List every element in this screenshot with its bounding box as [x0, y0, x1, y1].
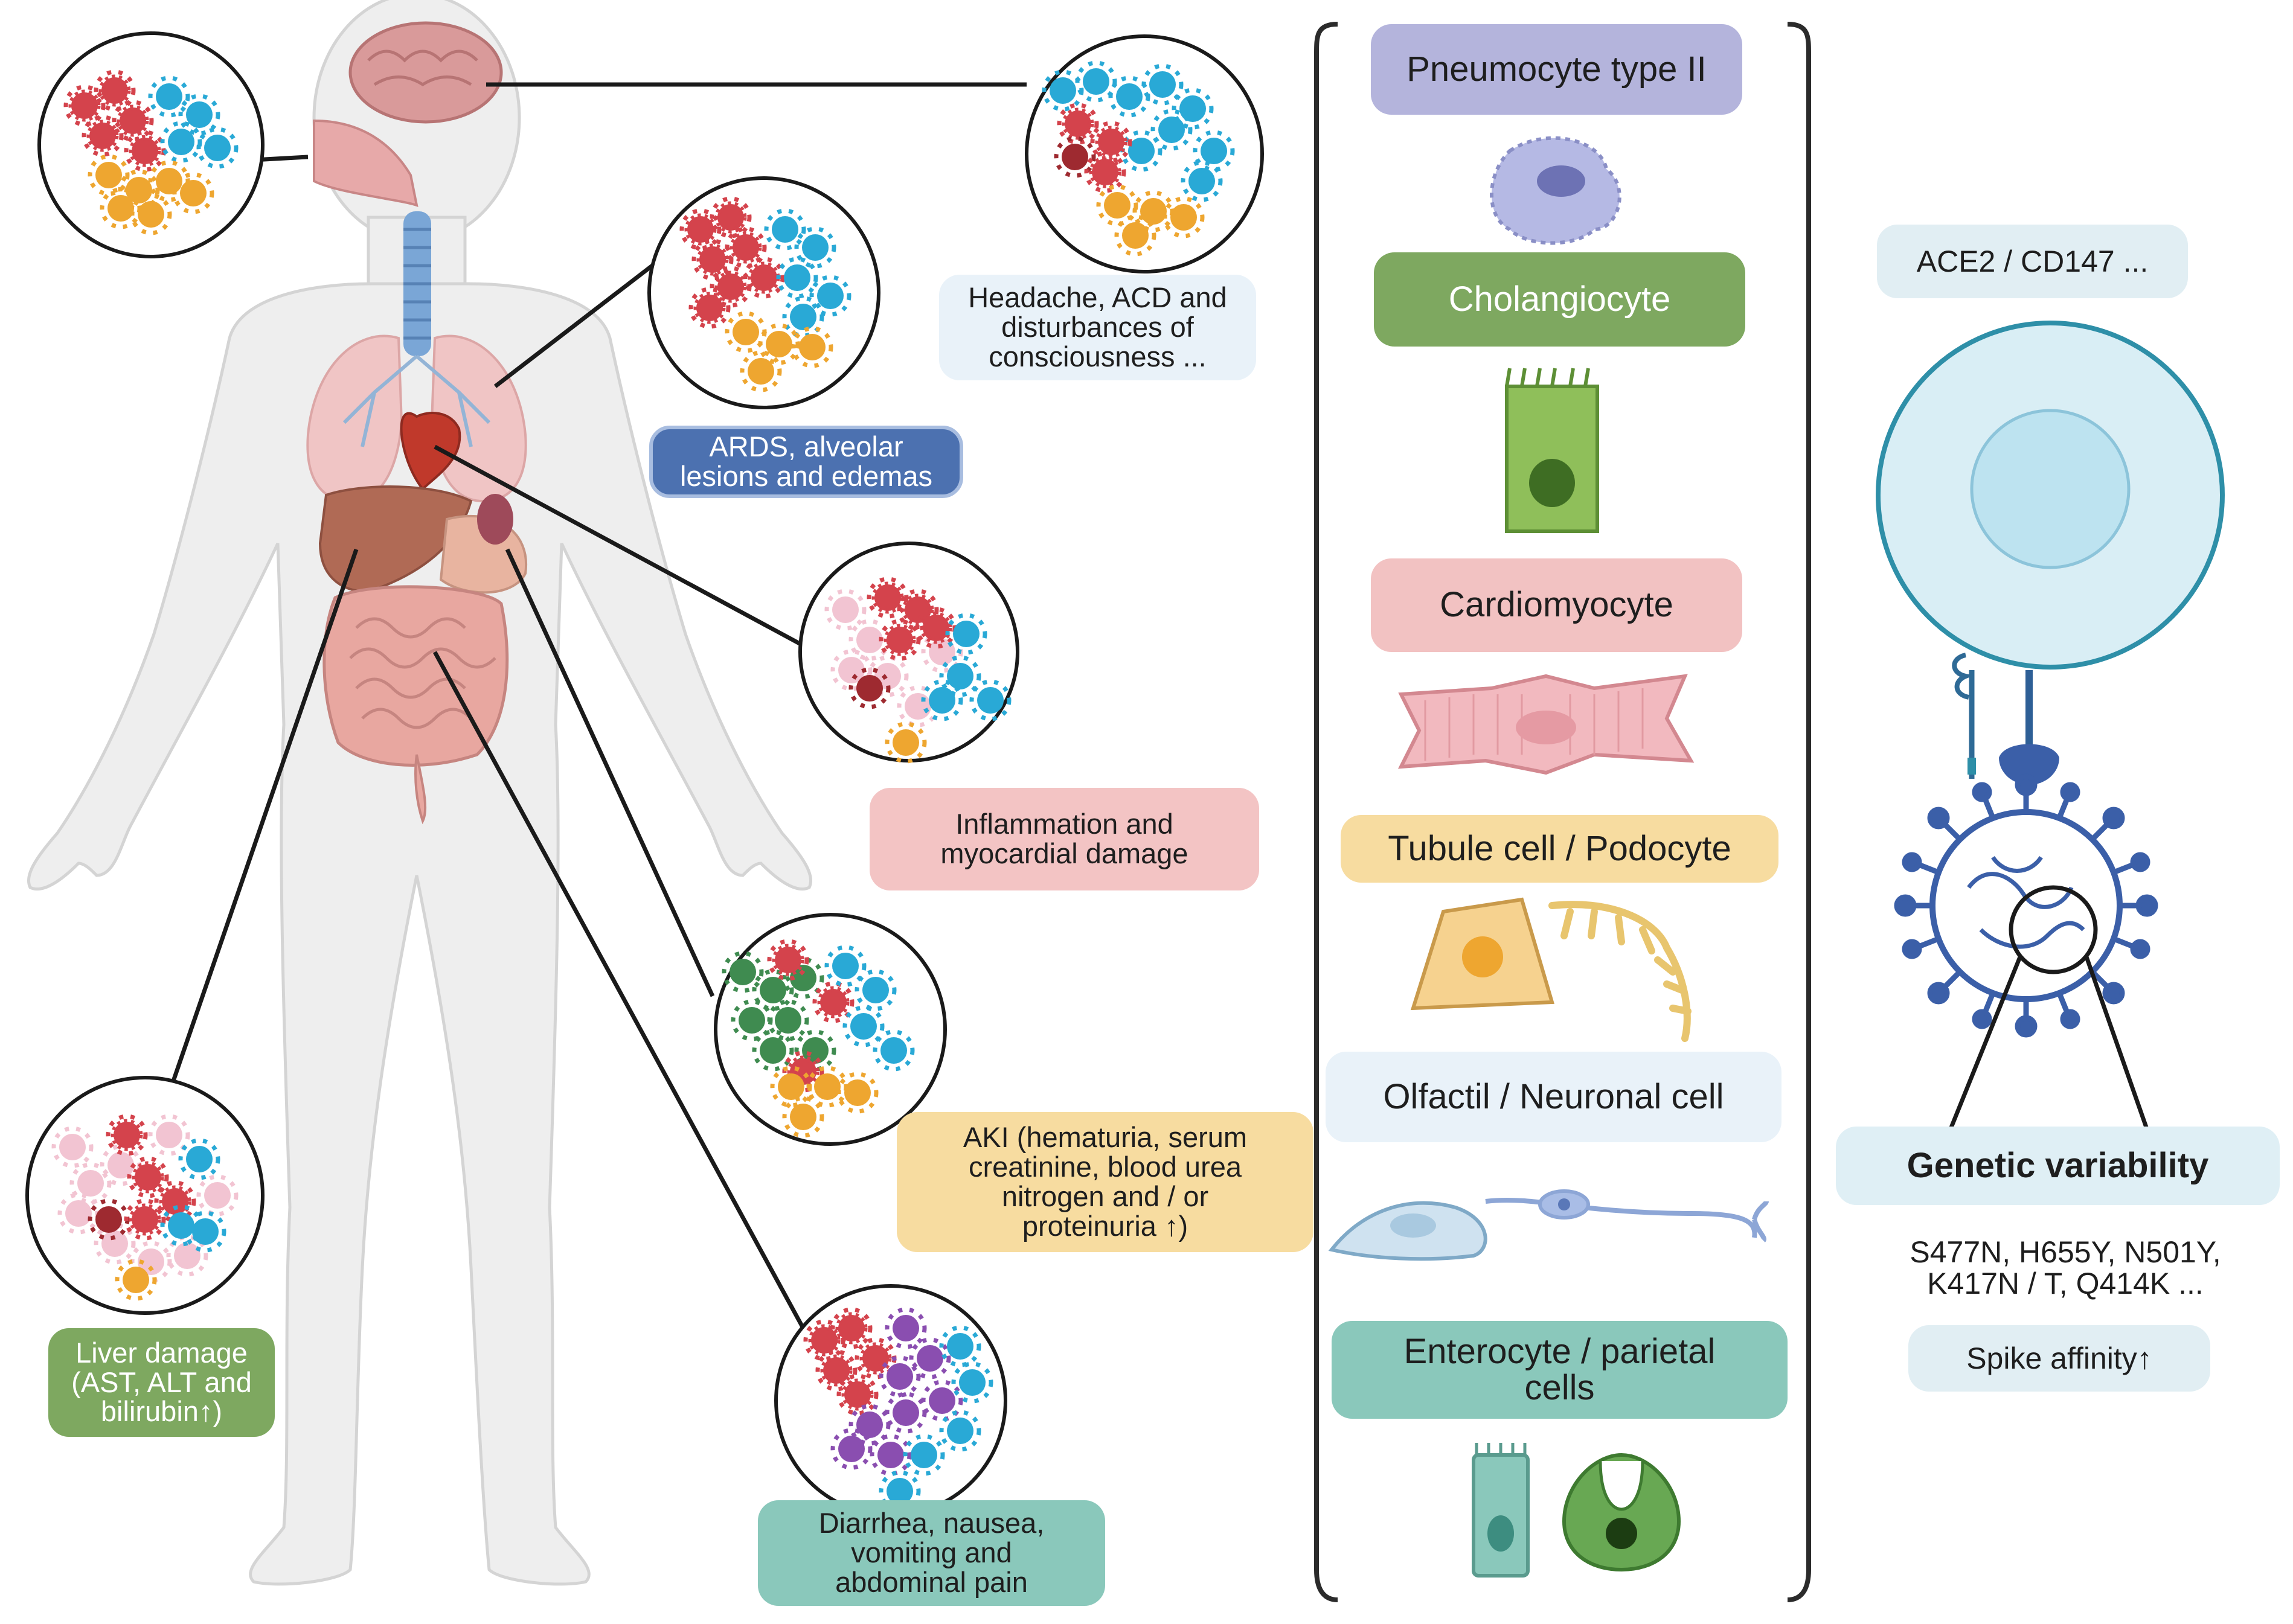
virus-cluster-brain [1025, 34, 1264, 273]
brain-organ [348, 21, 503, 124]
kidney-organ [477, 494, 513, 545]
virus-cluster-heart [798, 542, 1019, 761]
parietal-cell-icon [1562, 1453, 1681, 1572]
intestines [322, 585, 509, 825]
virus-cluster-liver [25, 1076, 265, 1315]
genetic-variability-label: Genetic variability [1836, 1127, 2280, 1205]
virus-cluster-lung [647, 176, 880, 409]
cell-label-cholangiocyte: Cholangiocyte [1374, 252, 1745, 347]
cell-label-neuron: Olfactil / Neuronal cell [1326, 1052, 1781, 1142]
trachea [403, 211, 431, 356]
mutation-list: S477N, H655Y, N501Y, K417N / T, Q414K ..… [1910, 1235, 2221, 1300]
heart-organ [400, 412, 461, 491]
brain-symptom-label: Headache, ACD and disturbances of consci… [939, 275, 1256, 380]
cell-label-pneumocyte: Pneumocyte type II [1371, 24, 1742, 115]
enterocyte-icon [1472, 1443, 1530, 1578]
lungs [306, 334, 527, 503]
pneumocyte-icon [1490, 136, 1621, 245]
tubule-podocyte-icon [1410, 897, 1692, 1042]
virus-cluster-nasal [37, 31, 265, 258]
neuron-icon [1328, 1189, 1769, 1261]
cardiomyocyte-icon [1397, 674, 1695, 775]
lung-symptom-label: ARDS, alveolar lesions and edemas [649, 426, 963, 498]
kidney-symptom-label: AKI (hematuria, serum creatinine, blood … [897, 1112, 1313, 1252]
receptor-label: ACE2 / CD147 ... [1877, 225, 2188, 298]
airway-cavity [313, 119, 419, 207]
liver-symptom-label: Liver damage (AST, ALT and bilirubin↑) [48, 1328, 275, 1437]
virus-cluster-kidney [714, 913, 947, 1146]
cell-type-bracket [1314, 22, 1811, 1602]
host-cell-icon [1876, 321, 2225, 670]
sars-cov-2-virus-icon [1894, 773, 2158, 1130]
gut-symptom-label: Diarrhea, nausea, vomiting and abdominal… [758, 1500, 1105, 1606]
heart-symptom-label: Inflammation and myocardial damage [870, 788, 1259, 890]
cell-label-cardiomyocyte: Cardiomyocyte [1371, 558, 1742, 652]
virus-cluster-gut [774, 1284, 1007, 1517]
cell-label-tubule-podocyte: Tubule cell / Podocyte [1341, 815, 1778, 883]
receptor-icons [1952, 653, 2059, 785]
leader-lines [161, 82, 1027, 1329]
spike-affinity-label: Spike affinity↑ [1908, 1325, 2210, 1392]
cholangiocyte-icon [1505, 368, 1599, 533]
cell-label-enterocyte: Enterocyte / parietal cells [1332, 1321, 1788, 1419]
